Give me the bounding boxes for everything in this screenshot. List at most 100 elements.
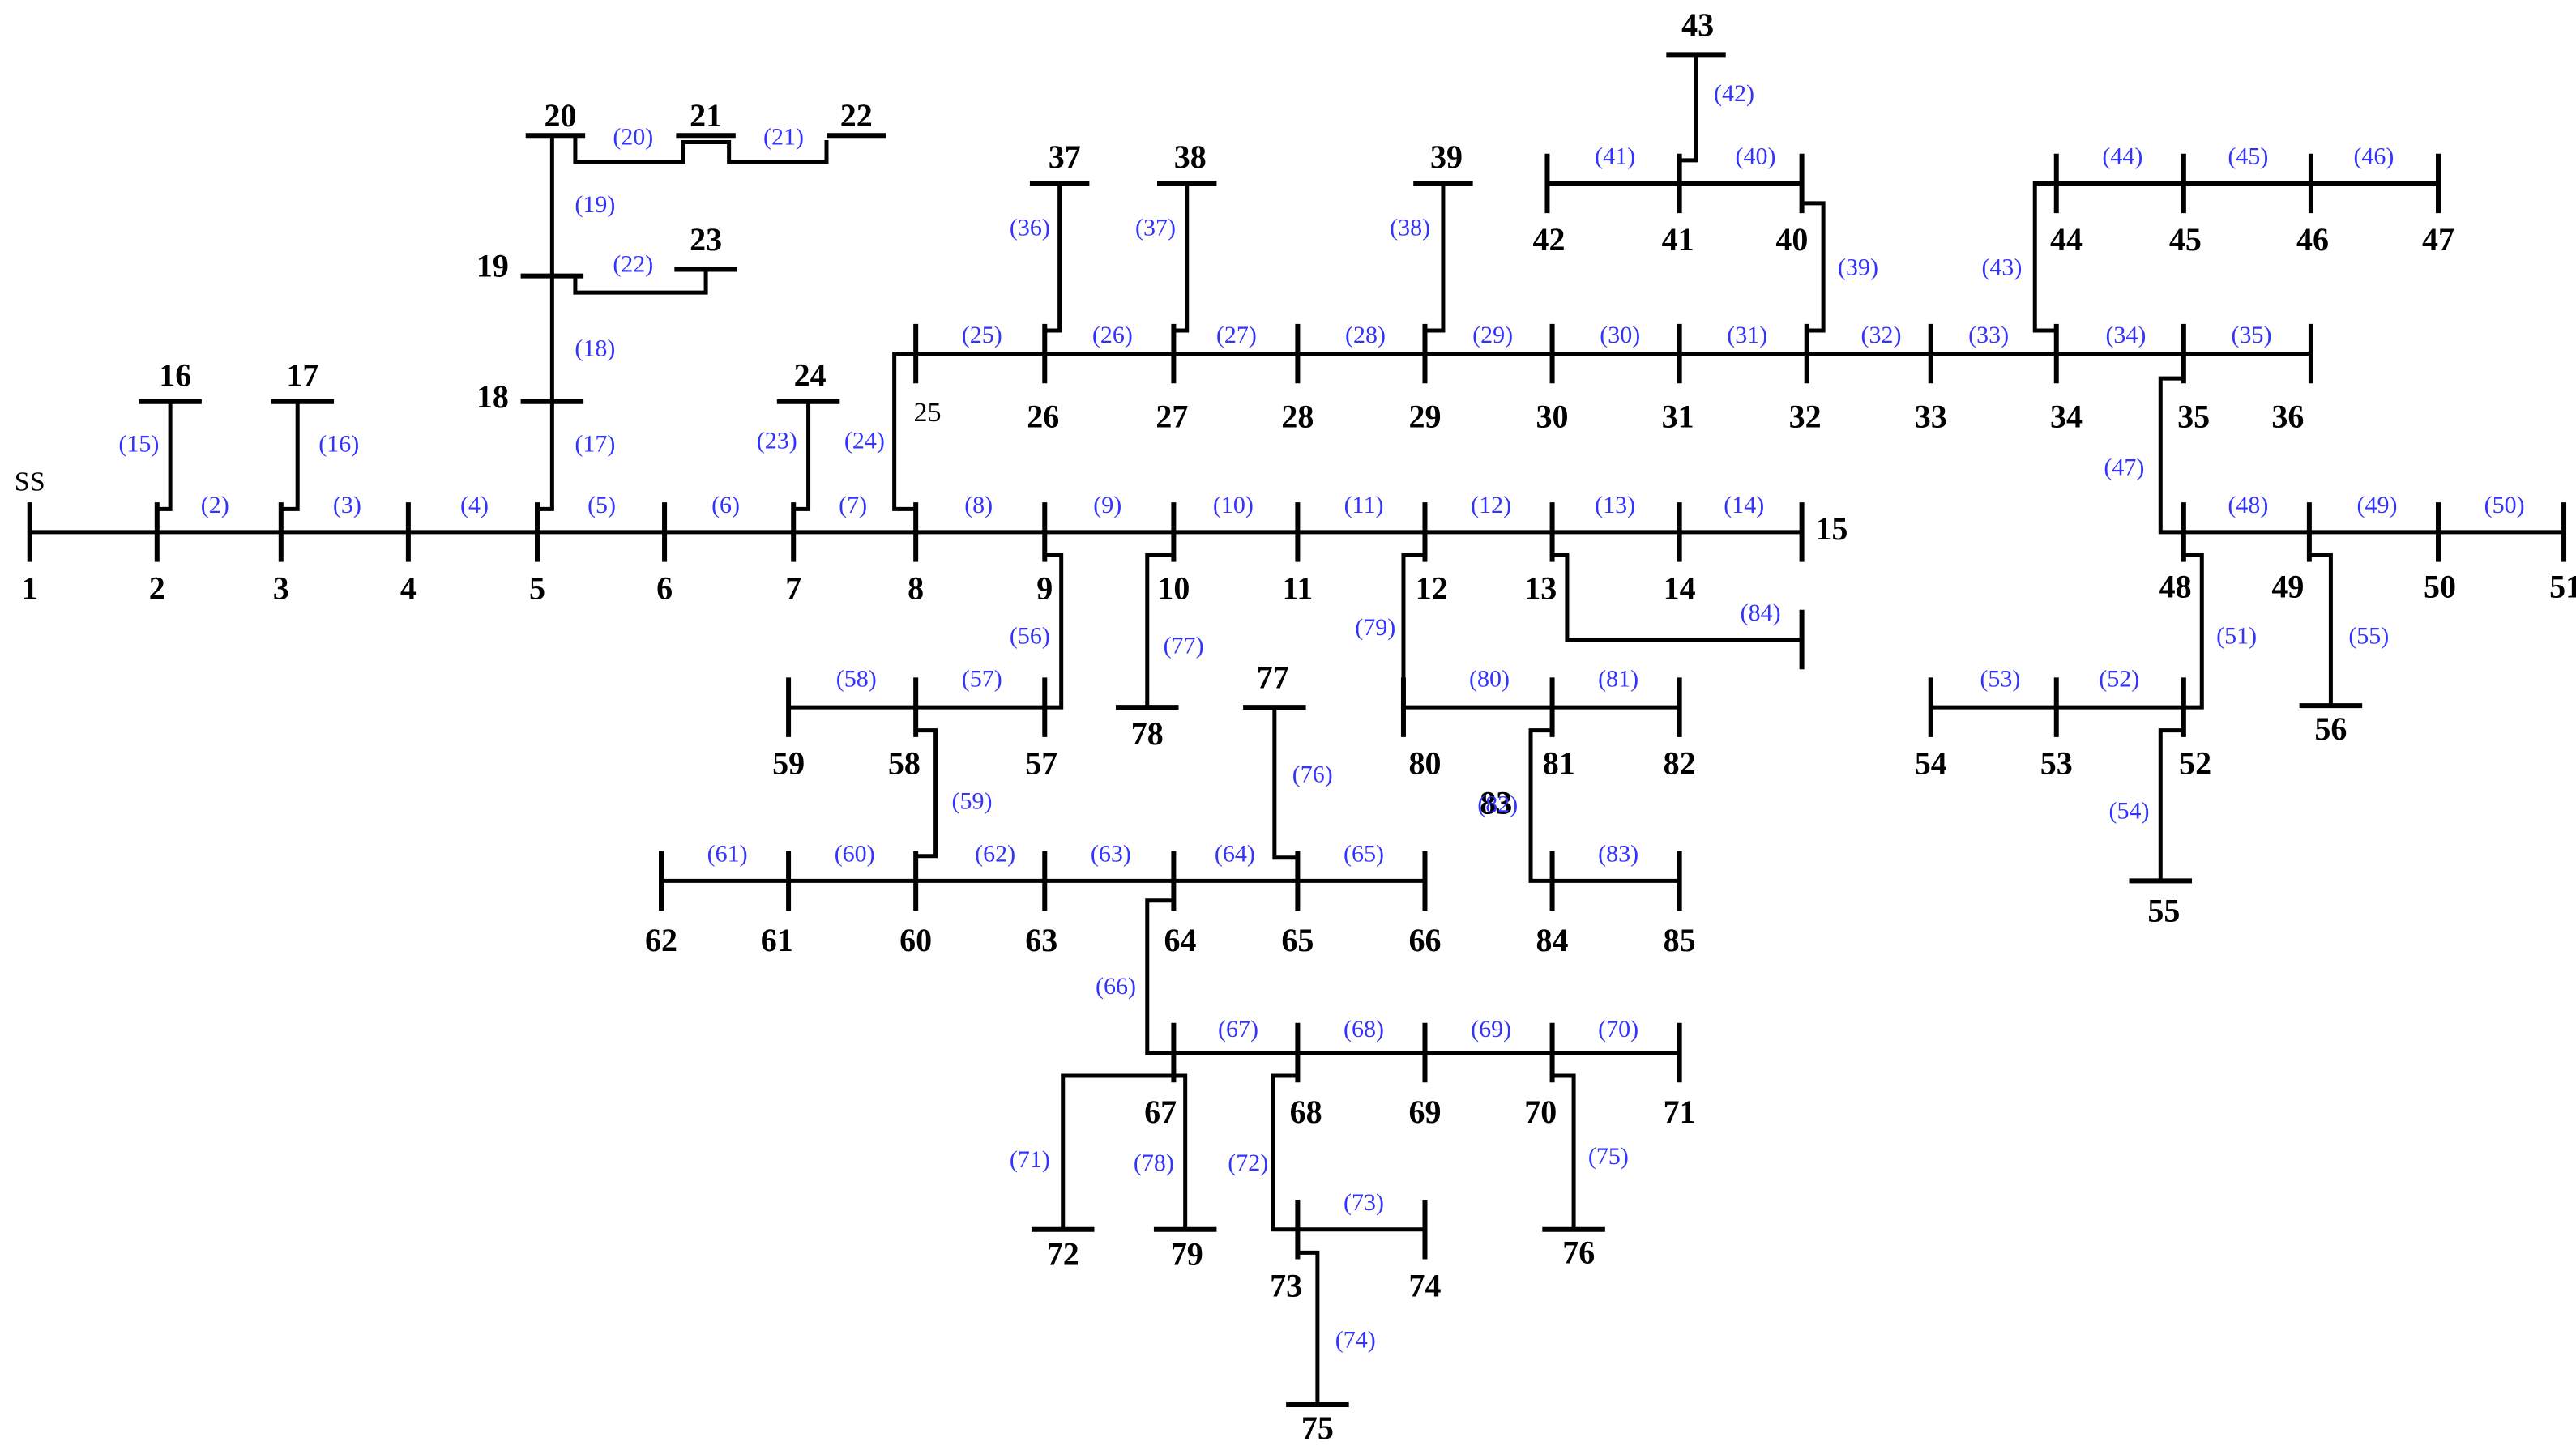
bus-label: 49 xyxy=(2271,568,2304,604)
bus-label: 20 xyxy=(545,97,577,134)
bus-label: 43 xyxy=(1681,6,1714,43)
bus-label: 71 xyxy=(1664,1094,1696,1130)
bus-label: 16 xyxy=(159,356,191,393)
branch-label: (36) xyxy=(1010,214,1050,241)
bus-label: 70 xyxy=(1524,1094,1557,1130)
bus-label: 53 xyxy=(2040,745,2073,782)
branch-label: (23) xyxy=(757,428,797,454)
bus-label: 77 xyxy=(1257,659,1289,696)
branch-label: (54) xyxy=(2109,798,2150,825)
branch-label: (81) xyxy=(1598,665,1638,692)
bus-label: 36 xyxy=(2271,398,2304,434)
connection-line xyxy=(1295,1227,1320,1407)
bus-label: 15 xyxy=(1815,510,1848,547)
bus-label: 7 xyxy=(785,569,801,606)
branch-label: (51) xyxy=(2216,622,2257,649)
bus-label: 17 xyxy=(286,356,318,393)
branch-label: (57) xyxy=(962,665,1002,692)
branch-label: (18) xyxy=(575,335,615,361)
connection-line xyxy=(1061,1050,1176,1232)
bus-label: 74 xyxy=(1408,1267,1441,1303)
bus-label: 56 xyxy=(2314,710,2347,747)
branch-label: (77) xyxy=(1164,633,1204,659)
bus-label: 24 xyxy=(794,356,827,393)
bus-label: 31 xyxy=(1662,398,1694,434)
branch-label: (84) xyxy=(1741,599,1781,626)
branch-label: (58) xyxy=(836,665,877,692)
branch-label: (78) xyxy=(1134,1149,1174,1176)
bus-label: 51 xyxy=(2549,568,2576,604)
connection-line xyxy=(535,274,554,535)
branch-label: (12) xyxy=(1471,492,1511,518)
bus-label: 41 xyxy=(1662,221,1694,258)
branch-label: (6) xyxy=(711,492,740,518)
branch-label: (44) xyxy=(2102,143,2142,170)
branch-label: (56) xyxy=(1010,622,1050,649)
branch-label: (25) xyxy=(962,322,1002,348)
bus-label: 69 xyxy=(1408,1094,1441,1130)
bus-label: 32 xyxy=(1789,398,1822,434)
branch-label: (17) xyxy=(575,431,615,458)
branch-label: (30) xyxy=(1600,322,1640,348)
bus-label: 59 xyxy=(772,745,805,782)
branch-label: (7) xyxy=(839,492,867,518)
branch-label: (73) xyxy=(1344,1189,1384,1216)
connection-line xyxy=(786,530,1064,710)
bus-label: 76 xyxy=(1562,1235,1595,1271)
bus-label: 66 xyxy=(1408,922,1441,958)
connection-line xyxy=(279,399,300,535)
branch-label: (48) xyxy=(2228,492,2268,518)
bus-label: 1 xyxy=(22,569,38,606)
branch-label: (9) xyxy=(1093,492,1121,518)
bus-label: 37 xyxy=(1049,139,1081,175)
bus-label: 4 xyxy=(400,569,417,606)
branch-label: (24) xyxy=(844,428,885,454)
bus-label: 79 xyxy=(1171,1236,1203,1273)
connection-line xyxy=(913,705,938,859)
bus-label: 54 xyxy=(1915,745,1947,782)
branch-label: (2) xyxy=(201,492,229,518)
branch-label: (14) xyxy=(1724,492,1764,518)
branch-label: (70) xyxy=(1598,1016,1638,1043)
branch-label: (61) xyxy=(707,841,748,868)
bus-label: 55 xyxy=(2147,892,2180,928)
branch-label: (21) xyxy=(763,123,804,150)
bus-label: 25 xyxy=(913,398,941,428)
bus-label: 11 xyxy=(1283,569,1314,606)
branch-label: (32) xyxy=(1861,322,1902,348)
branch-label: (37) xyxy=(1135,214,1176,241)
bus-label: 5 xyxy=(529,569,545,606)
source-label: SS xyxy=(15,467,45,497)
branch-label: (31) xyxy=(1727,322,1767,348)
connection-line xyxy=(1677,52,1698,186)
branch-label: (47) xyxy=(2104,454,2144,480)
connection-line xyxy=(2158,705,2186,883)
bus-label: 63 xyxy=(1025,922,1057,958)
branch-label: (62) xyxy=(975,841,1015,868)
bus-label: 2 xyxy=(149,569,165,606)
bus-label: 50 xyxy=(2424,568,2456,604)
bus-label: 67 xyxy=(1144,1094,1177,1130)
bus-label: 84 xyxy=(1536,922,1569,958)
branch-label: (75) xyxy=(1588,1143,1629,1170)
connection-line xyxy=(1550,1050,1576,1232)
bus-label: 34 xyxy=(2050,398,2083,434)
bus-label: 30 xyxy=(1536,398,1569,434)
connection-line xyxy=(1929,530,2204,710)
branch-label: (63) xyxy=(1091,841,1131,868)
bus-label: 38 xyxy=(1174,139,1207,175)
bus-label: 64 xyxy=(1164,922,1197,958)
bus-label: 35 xyxy=(2177,398,2210,434)
bus-label: 72 xyxy=(1047,1236,1079,1273)
branch-label: (27) xyxy=(1216,322,1257,348)
branch-label: (59) xyxy=(952,787,993,814)
connection-line xyxy=(1145,530,1176,710)
bus-label: 60 xyxy=(899,922,932,958)
bus-label: 42 xyxy=(1532,221,1565,258)
bus-label: 6 xyxy=(656,569,673,606)
branch-label: (20) xyxy=(613,123,653,150)
branch-label: (11) xyxy=(1344,492,1384,518)
bus-label: 33 xyxy=(1915,398,1947,434)
branch-label: (79) xyxy=(1355,614,1395,641)
